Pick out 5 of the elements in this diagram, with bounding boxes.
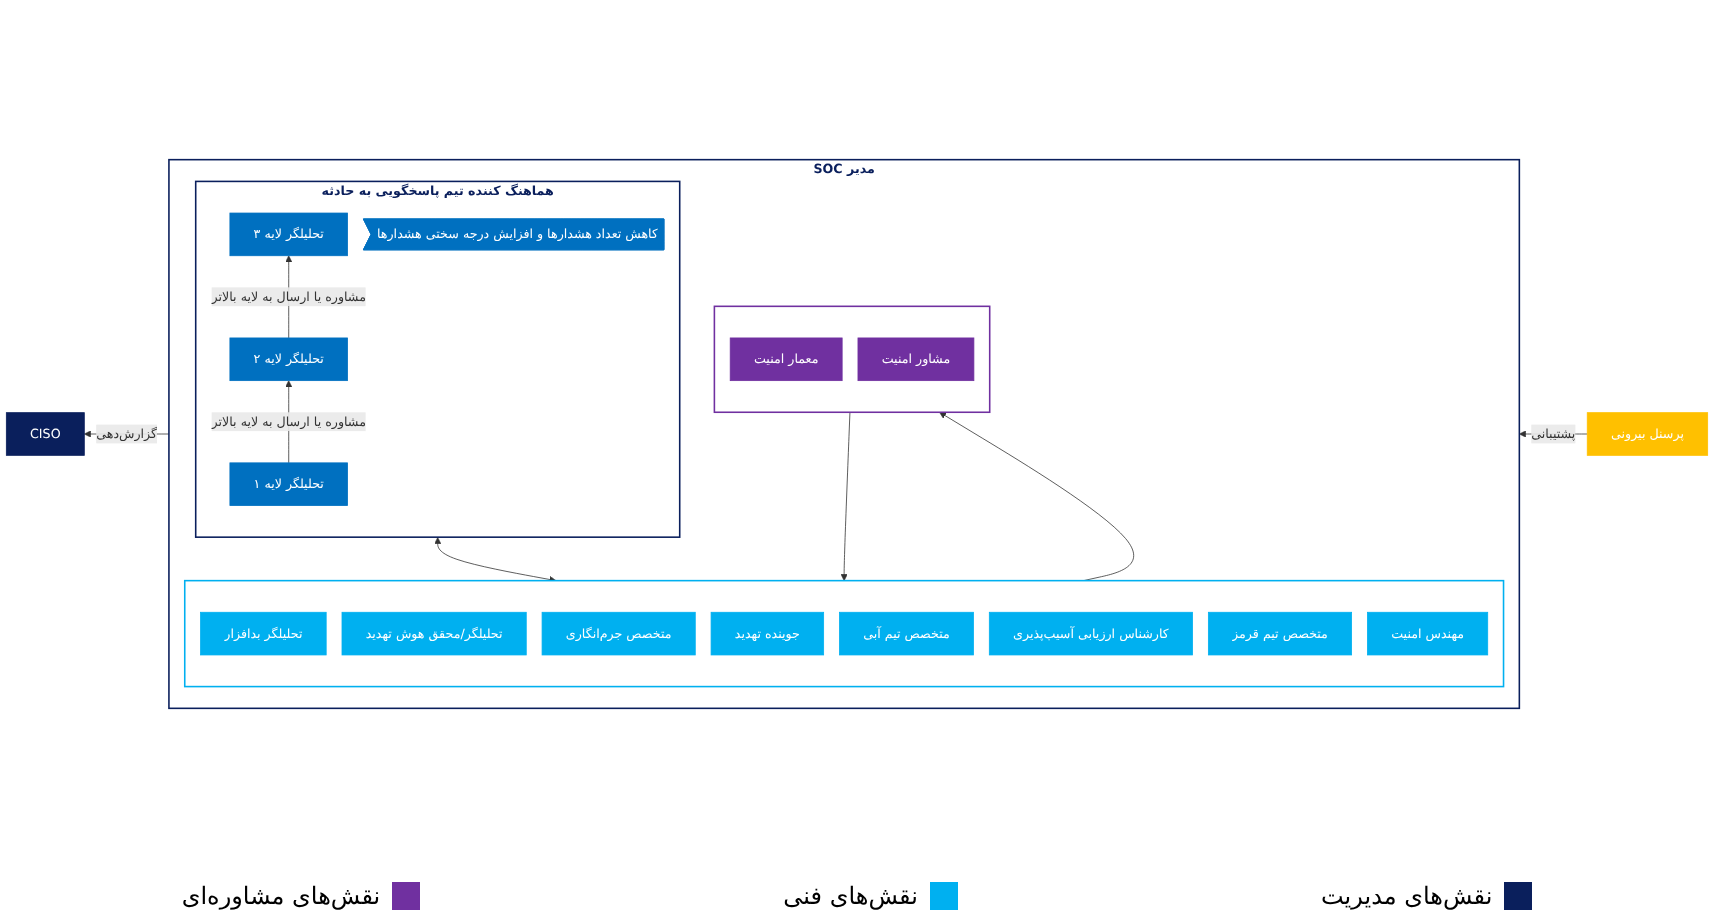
legend-label: نقش‌های فنی [783, 882, 918, 910]
legend-label: نقش‌های مشاوره‌ای [181, 882, 381, 910]
cluster [183, 579, 1505, 688]
cluster [713, 305, 991, 414]
legend-label: نقش‌های مدیریت [1321, 882, 1493, 910]
